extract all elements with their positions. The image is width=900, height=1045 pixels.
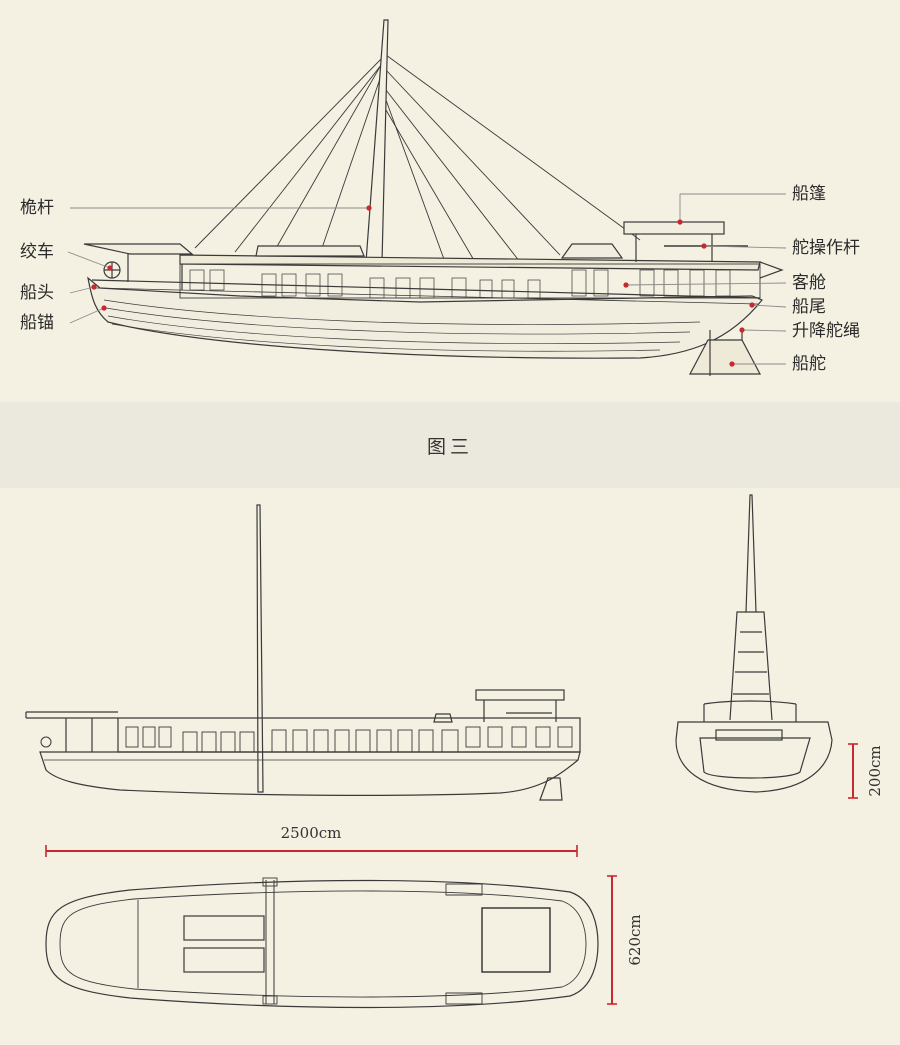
plan-view-drawing	[45, 877, 599, 1009]
profile-windows	[125, 726, 573, 753]
profile-hull	[39, 751, 581, 796]
height-dimension	[848, 743, 858, 799]
hull-planks	[103, 299, 701, 352]
label-bow: 船头	[20, 283, 54, 303]
profile-awning	[475, 689, 565, 701]
stern-mast	[745, 494, 757, 613]
plan-aft-cabin	[481, 907, 551, 973]
caption-band	[0, 402, 900, 488]
label-winch: 绞车	[20, 242, 54, 262]
profile-rudder	[539, 777, 563, 801]
beam-dimension	[607, 875, 617, 1005]
plan-hatch-1	[183, 915, 265, 941]
stern-mast-frame	[729, 611, 773, 721]
callout-lines	[67, 193, 787, 367]
label-rudder: 船舵	[792, 354, 826, 374]
beam-dimension-label: 620cm	[626, 914, 644, 965]
length-dimension	[45, 845, 578, 857]
label-rudder-lever: 舵操作杆	[792, 238, 860, 258]
bow-canopy	[83, 243, 194, 255]
label-cabin: 客舱	[792, 273, 826, 293]
label-awning: 船篷	[792, 184, 826, 204]
rigging-lines	[194, 54, 641, 263]
height-dimension-label: 200cm	[866, 745, 884, 796]
elevation-cabin-roof	[179, 254, 761, 271]
plan-hatch-2	[183, 947, 265, 973]
label-rudder-rope: 升降舵绳	[792, 321, 860, 341]
elevation-drawing	[83, 19, 784, 376]
plan-hull-outline	[45, 879, 599, 1009]
elevation-mast	[365, 19, 389, 263]
elevation-awning	[623, 221, 725, 235]
profile-mast	[256, 504, 264, 793]
stern-hull	[675, 721, 833, 793]
label-anchor: 船锚	[20, 313, 54, 333]
figure-caption: 图三	[426, 436, 473, 458]
label-stern: 船尾	[792, 297, 826, 317]
elevation-deck	[91, 279, 761, 299]
stern-view-drawing	[675, 494, 833, 793]
length-dimension-label: 2500cm	[281, 824, 342, 842]
label-mast: 桅杆	[20, 198, 54, 218]
side-profile-drawing	[25, 504, 581, 801]
cabin-windows	[189, 269, 731, 299]
